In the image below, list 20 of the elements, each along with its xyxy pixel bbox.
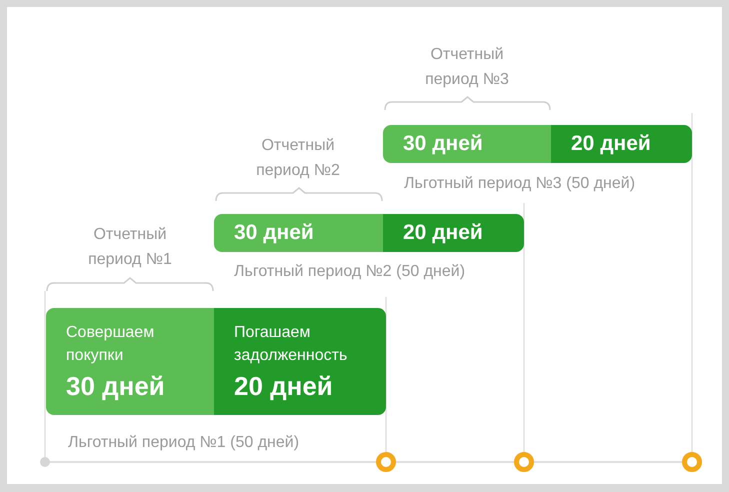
duration-text: 20 дней [571,132,651,156]
duration-text: 20 дней [234,370,334,403]
timeline-bar-segment [214,214,383,252]
duration-text: 30 дней [403,132,483,156]
duration-text: 30 дней [66,370,166,403]
duration-text: 30 дней [234,221,314,245]
timeline-bar-segment [46,308,214,415]
duration-text: 20 дней [403,221,483,245]
grace-period-label: Льготный период №1 (50 дней) [68,434,300,451]
timeline-bar-segment [383,125,551,163]
segment-caption: Совершаем покупки [66,323,156,366]
period-label: Отчетный период №2 [256,137,340,179]
segment-caption: Погашаем задолженность [234,323,348,366]
grace-period-label: Льготный период №2 (50 дней) [234,263,466,280]
timeline-bar-segment [383,214,524,252]
grace-period-label: Льготный период №3 (50 дней) [404,175,636,192]
timeline-bar-segment [214,308,386,415]
period-label: Отчетный период №3 [425,46,509,88]
timeline-bar-segment [551,125,692,163]
period-label: Отчетный период №1 [88,226,172,268]
